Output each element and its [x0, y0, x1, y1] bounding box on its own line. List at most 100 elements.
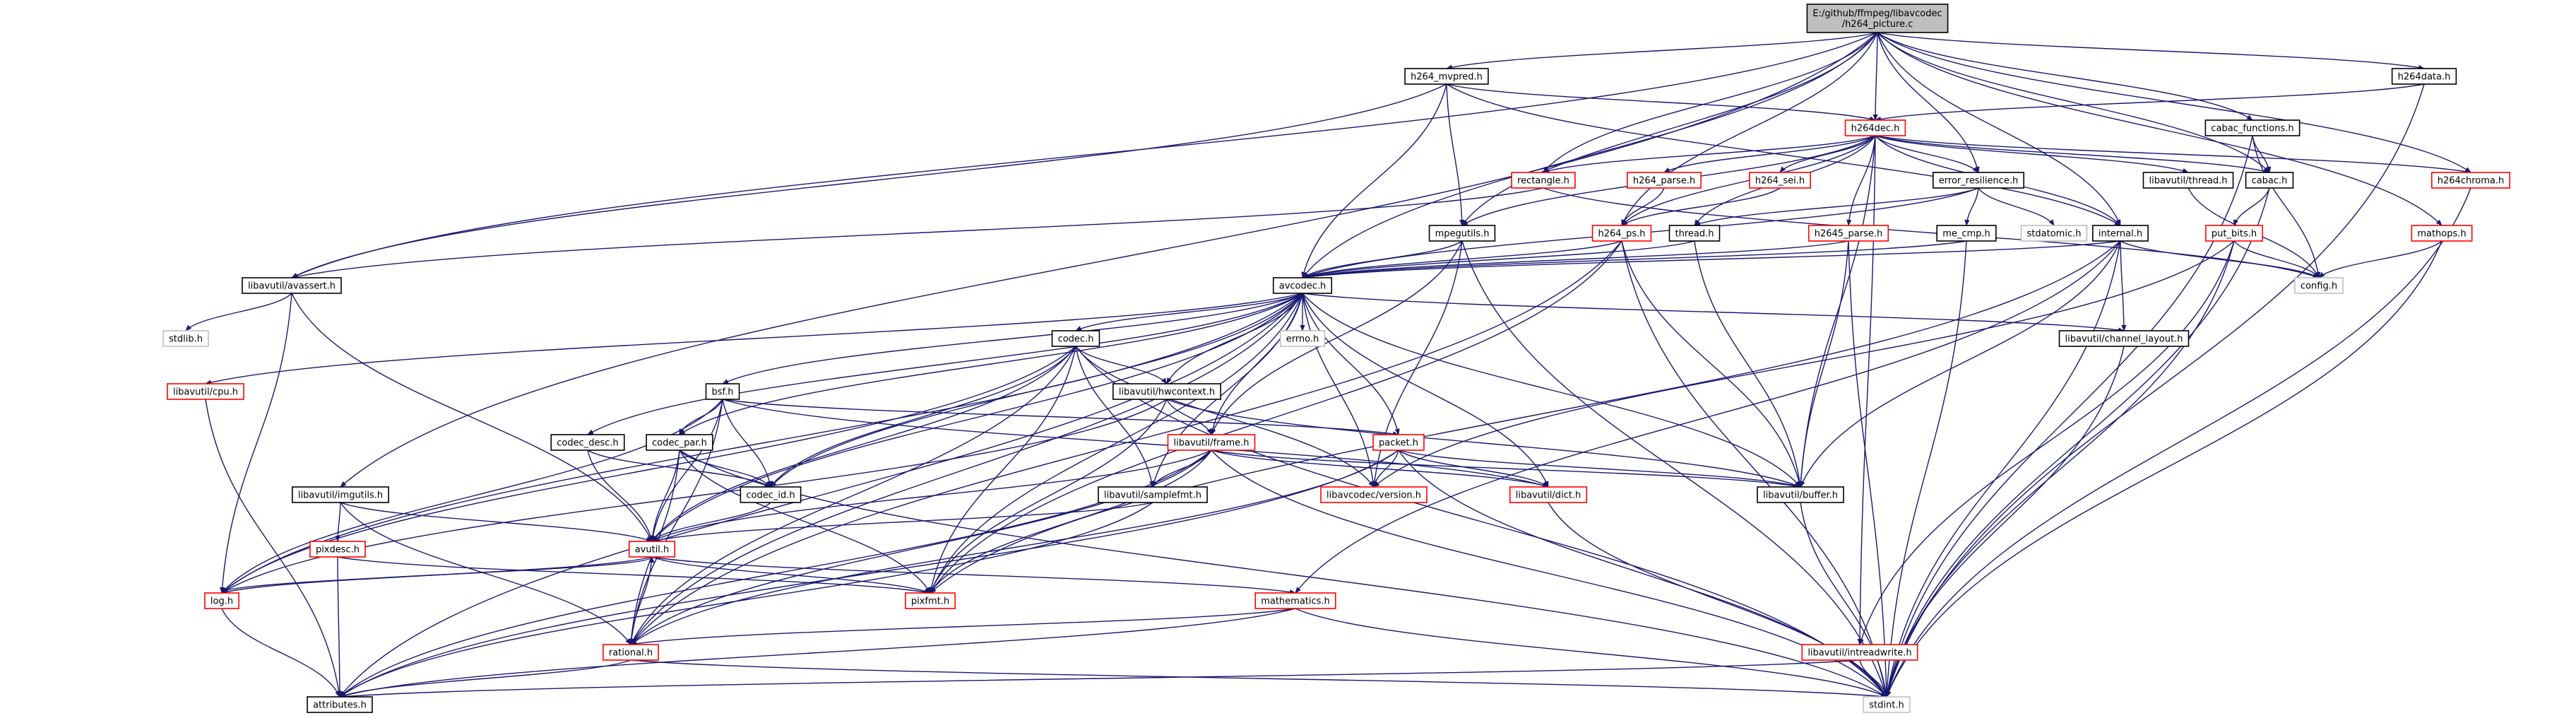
node-h264-parse[interactable]: h264_parse.h [1627, 172, 1702, 189]
node-label: rectangle.h [1517, 176, 1569, 187]
node-libavutil-imgutils[interactable]: libavutil/imgutils.h [292, 486, 389, 503]
edge-h2645_parse-to-stdint [1848, 240, 1889, 698]
edge-error_resilience-to-me_cmp [1964, 187, 1979, 226]
node-pixfmt[interactable]: pixfmt.h [905, 592, 956, 609]
node-box [1372, 434, 1425, 451]
node-libavutil-frame[interactable]: libavutil/frame.h [1167, 434, 1256, 451]
node-rational[interactable]: rational.h [603, 644, 659, 661]
node-stdatomic[interactable]: stdatomic.h [2020, 225, 2088, 242]
node-codec[interactable]: codec.h [1051, 330, 1100, 347]
node-codec-desc[interactable]: codec_desc.h [550, 434, 625, 451]
node-libavutil-samplefmt[interactable]: libavutil/samplefmt.h [1098, 486, 1208, 503]
node-config[interactable]: config.h [2294, 277, 2344, 294]
edge-root-to-error_resilience [1877, 32, 1980, 173]
node-error-resilience[interactable]: error_resilience.h [1932, 172, 2025, 189]
node-me-cmp[interactable]: me_cmp.h [1936, 225, 1997, 242]
node-libavutil-intreadwrite[interactable]: libavutil/intreadwrite.h [1801, 644, 1918, 661]
node-h264-sei[interactable]: h264_sei.h [1749, 172, 1811, 189]
node-libavutil-buffer[interactable]: libavutil/buffer.h [1757, 486, 1844, 503]
edge-libavutil_hwcontext-to-log [221, 399, 1168, 594]
node-libavutil-cpu[interactable]: libavutil/cpu.h [167, 383, 244, 400]
edge-libavutil_avassert-to-avutil [291, 293, 653, 542]
node-cabac-functions[interactable]: cabac_functions.h [2204, 119, 2301, 136]
node-box [1668, 225, 1721, 242]
node-mpegutils[interactable]: mpegutils.h [1428, 225, 1496, 242]
node-label: libavutil/avassert.h [248, 281, 336, 292]
edge-libavutil_samplefmt-to-attributes [339, 502, 1153, 698]
node-label: stdatomic.h [2027, 229, 2082, 240]
node-libavutil-channel-layout[interactable]: libavutil/channel_layout.h [2058, 330, 2190, 347]
node-root[interactable]: E:/github/ffmpeg/libavcodec/h264_picture… [1806, 4, 1949, 33]
edge-root-to-mpegutils [1461, 32, 1878, 226]
node-mathops[interactable]: mathops.h [2411, 225, 2473, 242]
node-avcodec[interactable]: avcodec.h [1272, 277, 1333, 294]
node-put-bits[interactable]: put_bits.h [2205, 225, 2263, 242]
node-cabac[interactable]: cabac.h [2245, 172, 2294, 189]
edge-h2645_parse-to-libavutil_buffer [1798, 240, 1849, 488]
edge-h264dec-to-h264_ps [1621, 135, 1876, 226]
edge-h264_mvpred-to-internal [1446, 83, 2121, 226]
edge-thread-to-avcodec [1302, 240, 1695, 279]
node-label: h264_mvpred.h [1411, 72, 1483, 83]
node-errno[interactable]: errno.h [1279, 330, 1326, 347]
node-mathematics[interactable]: mathematics.h [1254, 592, 1336, 609]
node-internal[interactable]: internal.h [2092, 225, 2149, 242]
node-bsf[interactable]: bsf.h [705, 383, 740, 400]
node-pixdesc[interactable]: pixdesc.h [309, 541, 366, 558]
node-stdlib[interactable]: stdlib.h [162, 330, 209, 347]
node-libavutil-dict[interactable]: libavutil/dict.h [1509, 486, 1588, 503]
edge-libavutil_intreadwrite-to-stdint [1859, 659, 1888, 698]
node-h264dec[interactable]: h264dec.h [1844, 119, 1906, 136]
edge-libavutil_imgutils-to-rational [340, 502, 631, 645]
node-attributes[interactable]: attributes.h [307, 696, 373, 713]
node-h2645-parse[interactable]: h2645_parse.h [1808, 225, 1889, 242]
edge-codec-to-libavcodec_version [1075, 346, 1375, 488]
node-h264-ps[interactable]: h264_ps.h [1591, 225, 1652, 242]
edge-libavutil_avassert-to-stdlib [185, 293, 292, 331]
node-label: internal.h [2099, 229, 2142, 240]
edge-root-to-mathops [1877, 32, 2443, 226]
node-label: codec.h [1058, 334, 1094, 345]
edge-rational-to-attributes [339, 659, 631, 698]
edge-root-to-h264_ps [1621, 32, 1878, 226]
node-rectangle[interactable]: rectangle.h [1511, 172, 1576, 189]
node-avutil[interactable]: avutil.h [628, 541, 676, 558]
edge-h264_mvpred-to-h264dec [1446, 83, 1876, 122]
edge-avcodec-to-libavutil_samplefmt [1151, 293, 1303, 488]
edge-root-to-h264_mvpred [1446, 32, 1878, 70]
node-thread[interactable]: thread.h [1668, 225, 1721, 242]
node-box [1757, 486, 1844, 503]
node-h264data[interactable]: h264data.h [2391, 68, 2457, 85]
node-stdint[interactable]: stdint.h [1863, 696, 1911, 713]
node-label: me_cmp.h [1942, 229, 1990, 240]
edge-avcodec-to-log [221, 293, 1303, 594]
node-box [2391, 68, 2457, 85]
node-h264chroma[interactable]: h264chroma.h [2430, 172, 2511, 189]
edge-avcodec-to-bsf [722, 293, 1303, 384]
node-label: bsf.h [711, 387, 733, 398]
edge-mpegutils-to-libavutil_frame [1211, 240, 1463, 435]
node-label: h264_ps.h [1598, 229, 1646, 240]
node-log[interactable]: log.h [204, 592, 239, 609]
node-codec-par[interactable]: codec_par.h [646, 434, 713, 451]
node-libavutil-hwcontext[interactable]: libavutil/hwcontext.h [1112, 383, 1221, 400]
node-label: libavutil/frame.h [1174, 438, 1250, 449]
node-label: libavutil/thread.h [2149, 176, 2227, 187]
node-codec-id[interactable]: codec_id.h [740, 486, 802, 503]
edge-libavutil_frame-to-pixfmt [930, 449, 1212, 594]
node-libavutil-thread[interactable]: libavutil/thread.h [2142, 172, 2234, 189]
edge-root-to-h264dec [1872, 32, 1878, 121]
node-box [1808, 225, 1889, 242]
edge-root-to-h264data [1877, 32, 2425, 70]
node-libavcodec-version[interactable]: libavcodec/version.h [1320, 486, 1428, 503]
edge-me_cmp-to-avcodec [1302, 240, 1967, 280]
edge-codec-to-libavutil_samplefmt [1075, 346, 1155, 488]
node-packet[interactable]: packet.h [1372, 434, 1425, 451]
node-libavutil-avassert[interactable]: libavutil/avassert.h [242, 277, 342, 294]
edge-avcodec-to-codec [1075, 293, 1303, 331]
edge-internal-to-libavutil_buffer [1800, 240, 2121, 488]
node-label: cabac_functions.h [2211, 124, 2293, 134]
node-h264-mvpred[interactable]: h264_mvpred.h [1404, 68, 1489, 85]
edge-libavutil_avassert-to-log [220, 293, 292, 594]
